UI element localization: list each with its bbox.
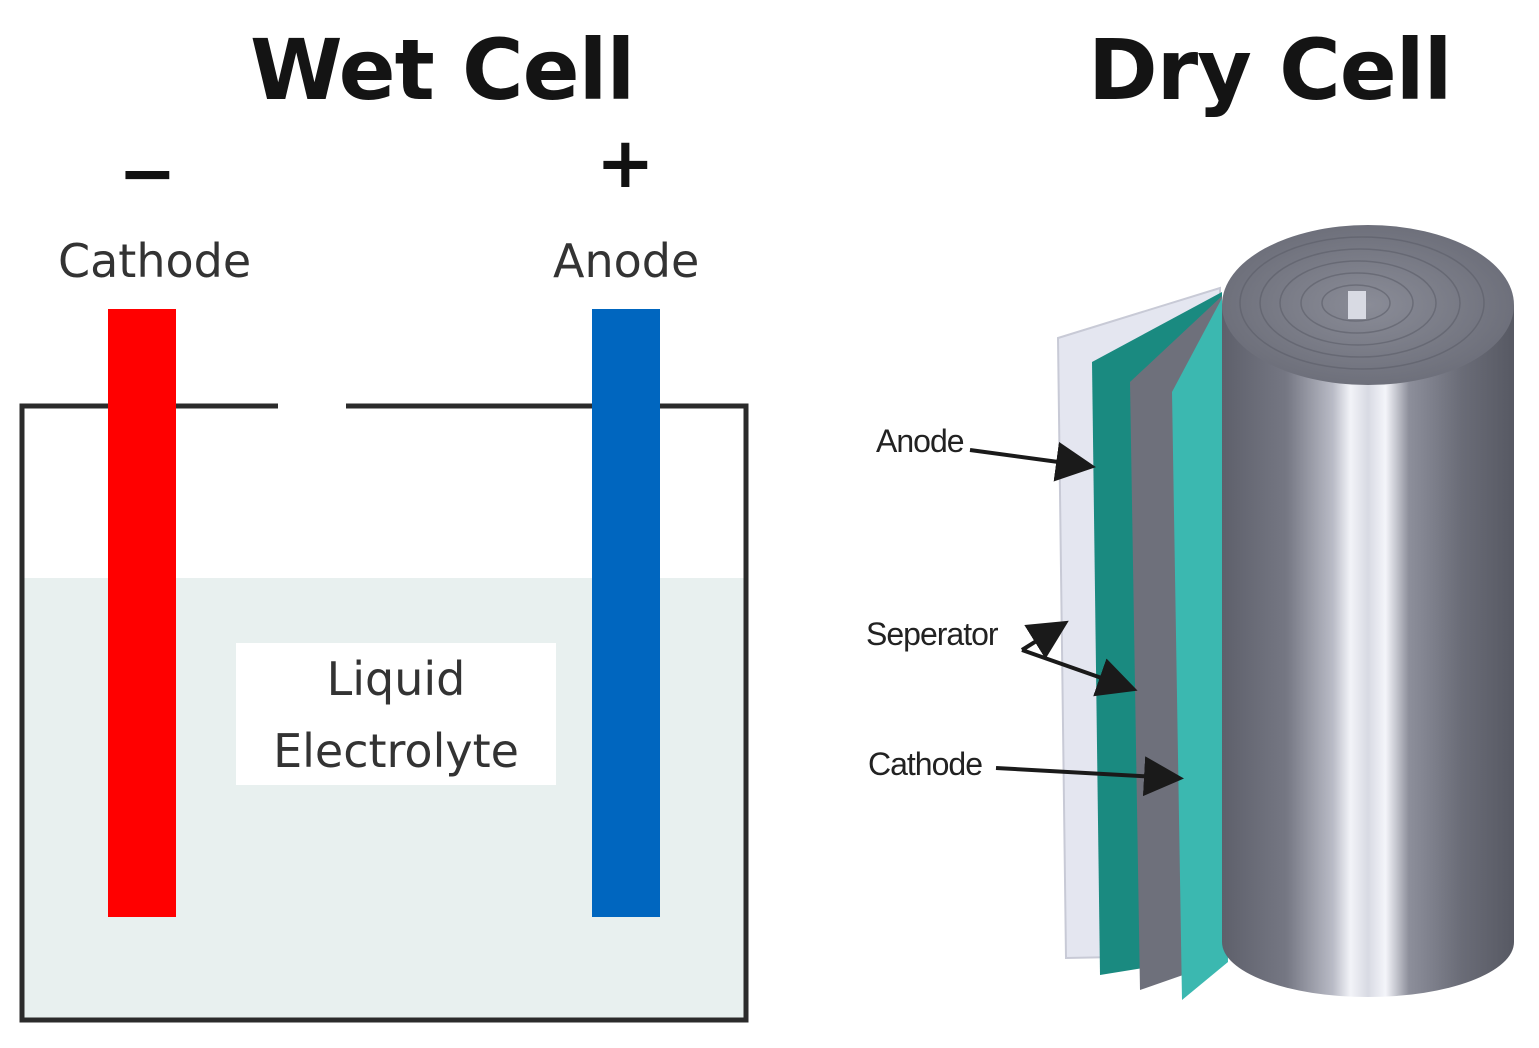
electrolyte-label: Liquid Electrolyte [236, 643, 556, 787]
roll-core [1348, 291, 1366, 319]
plus-sign: + [596, 122, 655, 204]
dry-cell-title: Dry Cell [1088, 21, 1452, 119]
container-outline [19, 403, 749, 1023]
cathode-electrode [108, 309, 176, 917]
electrolyte-line-1: Liquid [326, 652, 466, 706]
roll-top [1222, 225, 1514, 385]
cathode-arrow [995, 756, 1184, 797]
roll-body [1222, 305, 1514, 997]
separator-arrow-back [1020, 620, 1069, 659]
minus-sign: − [118, 132, 177, 214]
electrolyte-label-box [236, 643, 556, 785]
anode-label: Anode [553, 234, 700, 288]
dry-separator-label: Seperator [866, 616, 999, 652]
dry-cathode-label: Cathode [868, 746, 983, 782]
dry-anode-label: Anode [876, 423, 965, 459]
cathode-label: Cathode [58, 234, 252, 288]
wet-cell-title: Wet Cell [250, 21, 635, 119]
cathode-sheet [1172, 298, 1228, 1000]
electrolyte-line-2: Electrolyte [273, 724, 519, 778]
anode-electrode [592, 309, 660, 917]
anode-arrow [969, 441, 1096, 482]
